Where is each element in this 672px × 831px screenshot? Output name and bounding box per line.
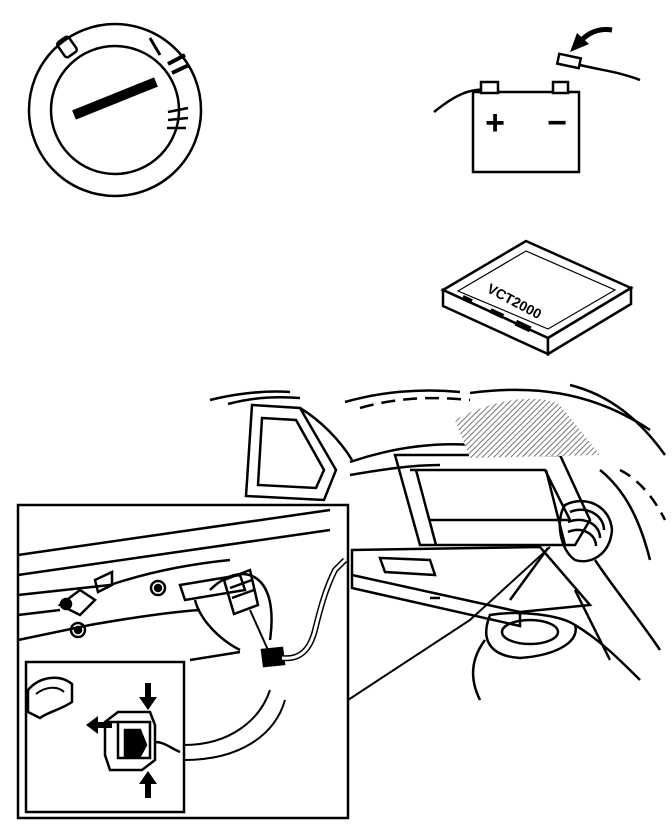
glove-box-lid [350,545,593,614]
ignition-position-I-mark [148,37,162,56]
ignition-position-III-mark [167,106,189,130]
ignition-inner-ring [49,44,181,176]
ignition-switch [27,22,203,198]
battery-negative-symbol: − [547,104,567,142]
battery-negative-terminal [551,80,570,95]
ignition-position-0-mark [56,35,78,59]
diagnostic-device: VCT2000 [440,239,634,357]
air-vent [558,499,614,563]
battery: + − [433,27,641,174]
side-vent-frame [244,403,338,502]
negative-cable-clamp [555,52,641,82]
battery-positive-symbol: + [485,104,505,142]
highlight-area [455,398,600,458]
battery-case [471,90,581,174]
device-side-face [546,285,633,357]
disconnect-arrow-icon [570,27,613,52]
device-inner-bezel [456,250,617,330]
diagnostic-connector-icon [103,710,181,772]
ignition-key-slot [72,77,158,120]
detail-leader-line [347,546,551,701]
detail-callout [16,503,350,820]
press-arrow-icons [86,683,157,798]
device-ports [461,295,532,333]
connector-inset [24,660,286,814]
ignition-position-II-mark [167,53,190,75]
battery-positive-terminal [479,80,500,95]
